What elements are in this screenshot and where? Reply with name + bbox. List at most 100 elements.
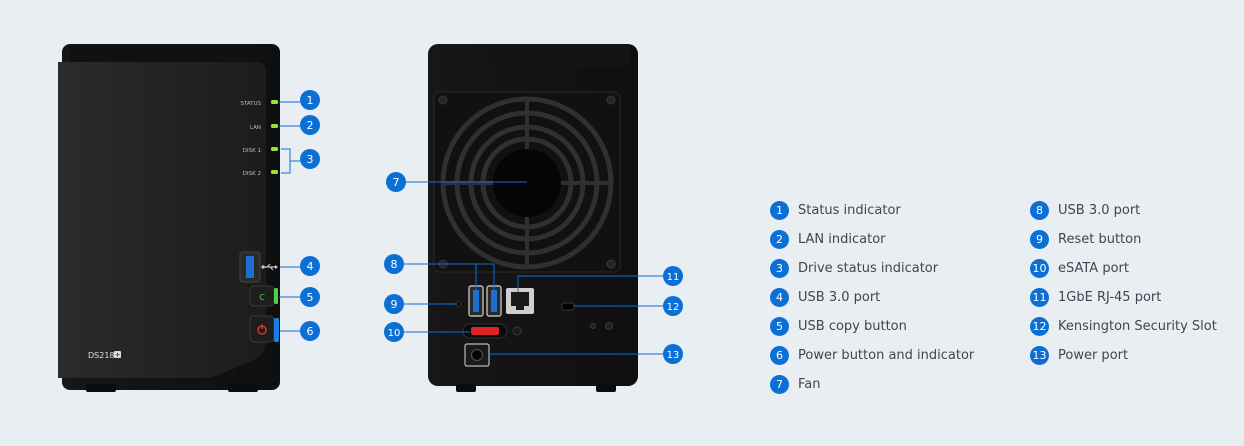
legend-label: LAN indicator bbox=[798, 232, 886, 247]
legend-label: 1GbE RJ-45 port bbox=[1058, 290, 1162, 305]
legend-item: 8 USB 3.0 port bbox=[1030, 196, 1217, 225]
fan-spokes bbox=[443, 99, 611, 267]
rear-screw-ground bbox=[605, 322, 613, 330]
legend-column-left: 1 Status indicator 2 LAN indicator 3 Drive … bbox=[770, 196, 974, 399]
rear-view bbox=[402, 44, 664, 392]
leader-3-bracket bbox=[281, 148, 300, 174]
front-view: STATUS LAN DISK 1 DISK 2 C DS218 bbox=[58, 44, 300, 392]
disk1-label: DISK 1 bbox=[243, 148, 261, 154]
legend-label: USB 3.0 port bbox=[798, 290, 881, 305]
copy-button-glow bbox=[274, 288, 278, 304]
callout-7: 7 bbox=[393, 176, 400, 189]
power-button-glow bbox=[274, 318, 279, 342]
callout-4: 4 bbox=[307, 260, 314, 273]
legend-label: Power port bbox=[1058, 348, 1129, 363]
legend-label: Status indicator bbox=[798, 203, 901, 218]
legend-badge: 10 bbox=[1030, 259, 1049, 278]
front-usb-tongue bbox=[246, 256, 254, 278]
callout-2: 2 bbox=[307, 119, 314, 132]
rear-usb-tongue-a bbox=[473, 290, 479, 312]
legend-item: 13 Power port bbox=[1030, 341, 1217, 370]
callout-9: 9 bbox=[391, 298, 398, 311]
status-label: STATUS bbox=[240, 101, 261, 107]
legend-badge: 3 bbox=[770, 259, 789, 278]
callout-1: 1 bbox=[307, 94, 314, 107]
front-panel bbox=[58, 62, 266, 378]
leader-11 bbox=[517, 275, 664, 292]
legend-badge: 4 bbox=[770, 288, 789, 307]
rear-foot-left bbox=[456, 384, 476, 392]
legend-label: Kensington Security Slot bbox=[1058, 319, 1217, 334]
front-foot-left bbox=[86, 384, 116, 392]
lan-led bbox=[271, 124, 278, 128]
legend-badge: 8 bbox=[1030, 201, 1049, 220]
rear-top-lip bbox=[484, 44, 630, 66]
legend-label: USB copy button bbox=[798, 319, 907, 334]
legend-item: 5 USB copy button bbox=[770, 312, 974, 341]
legend-label: Power button and indicator bbox=[798, 348, 975, 363]
legend-label: eSATA port bbox=[1058, 261, 1129, 276]
legend-item: 3 Drive status indicator bbox=[770, 254, 974, 283]
power-port-socket bbox=[471, 349, 483, 361]
callout-3: 3 bbox=[307, 153, 314, 166]
disk2-led bbox=[271, 170, 278, 174]
callout-10: 10 bbox=[388, 328, 401, 339]
legend-label: Fan bbox=[798, 377, 821, 392]
legend-label: Reset button bbox=[1058, 232, 1142, 247]
kensington-slot bbox=[561, 302, 575, 311]
legend-item: 10 eSATA port bbox=[1030, 254, 1217, 283]
legend-badge: 2 bbox=[770, 230, 789, 249]
legend-item: 9 Reset button bbox=[1030, 225, 1217, 254]
legend-label: Drive status indicator bbox=[798, 261, 939, 276]
model-plus-glyph: + bbox=[115, 351, 121, 359]
legend-column-right: 8 USB 3.0 port 9 Reset button 10 eSATA port… bbox=[1030, 196, 1217, 370]
leader-8 bbox=[402, 263, 495, 290]
model-plus-badge bbox=[114, 351, 121, 358]
legend-badge: 9 bbox=[1030, 230, 1049, 249]
legend-badge: 13 bbox=[1030, 346, 1049, 365]
copy-button-glyph: C bbox=[259, 293, 265, 302]
legend-badge: 1 bbox=[770, 201, 789, 220]
legend-item: 12 Kensington Security Slot bbox=[1030, 312, 1217, 341]
legend-badge: 6 bbox=[770, 346, 789, 365]
callout-badges: 1 2 3 4 5 6 7 8 9 10 11 12 13 bbox=[300, 90, 683, 364]
legend-badge: 5 bbox=[770, 317, 789, 336]
legend-badge: 7 bbox=[770, 375, 789, 394]
fan-screw-br bbox=[606, 259, 616, 269]
front-top-lip bbox=[70, 44, 260, 62]
status-led bbox=[271, 100, 278, 104]
fan-screw-tl bbox=[438, 95, 448, 105]
esata-side-screw bbox=[512, 326, 522, 336]
legend-item: 4 USB 3.0 port bbox=[770, 283, 974, 312]
legend-item: 6 Power button and indicator bbox=[770, 341, 974, 370]
legend-badge: 11 bbox=[1030, 288, 1049, 307]
legend-item: 11 1GbE RJ-45 port bbox=[1030, 283, 1217, 312]
callout-6: 6 bbox=[307, 325, 314, 338]
lan-label: LAN bbox=[250, 125, 261, 131]
rear-usb-tongue-b bbox=[491, 290, 497, 312]
legend-badge: 12 bbox=[1030, 317, 1049, 336]
front-foot-right bbox=[228, 384, 258, 392]
fan-hub bbox=[493, 149, 561, 217]
model-label: DS218 bbox=[88, 351, 115, 360]
legend-item: 7 Fan bbox=[770, 370, 974, 399]
esata-connector bbox=[471, 327, 499, 335]
legend-item: 2 LAN indicator bbox=[770, 225, 974, 254]
power-icon bbox=[257, 324, 267, 335]
callout-11: 11 bbox=[667, 272, 680, 283]
callout-5: 5 bbox=[307, 291, 314, 304]
legend-label: USB 3.0 port bbox=[1058, 203, 1141, 218]
legend-item: 1 Status indicator bbox=[770, 196, 974, 225]
fan-screw-tr bbox=[606, 95, 616, 105]
callout-13: 13 bbox=[667, 350, 680, 361]
disk2-label: DISK 2 bbox=[243, 171, 261, 177]
callout-12: 12 bbox=[667, 302, 680, 313]
rear-foot-right bbox=[596, 384, 616, 392]
rear-screw-small bbox=[590, 323, 596, 329]
usb-icon bbox=[261, 263, 278, 271]
rj45-socket bbox=[511, 292, 529, 310]
disk1-led bbox=[271, 147, 278, 151]
callout-8: 8 bbox=[391, 258, 398, 271]
